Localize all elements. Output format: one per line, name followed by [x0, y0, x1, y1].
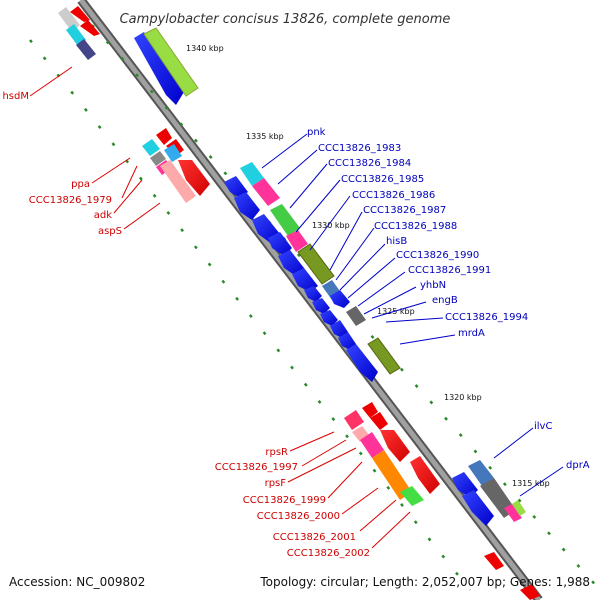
gene-arrow	[80, 20, 100, 36]
gene-label[interactable]: CCC13826_1999	[243, 495, 326, 506]
gene-arrow	[224, 176, 248, 198]
gene-label[interactable]: aspS	[98, 226, 122, 237]
map-title: Campylobacter concisus 13826, complete g…	[120, 12, 451, 27]
tick-label: 1325 kbp	[377, 307, 415, 316]
gene-arrow	[362, 402, 378, 418]
gene-arrow	[178, 160, 210, 196]
gene-label[interactable]: CCC13826_2000	[257, 511, 340, 522]
gene-arrow	[268, 232, 292, 256]
gene-arrow	[462, 490, 494, 526]
gene-arrow	[370, 412, 388, 430]
gene-block	[142, 139, 160, 156]
gene-label[interactable]: rpsF	[265, 478, 287, 489]
tick-label: 1330 kbp	[312, 221, 350, 230]
gene-block	[367, 337, 401, 375]
gene-arrow	[320, 310, 338, 326]
tick-label: 1335 kbp	[246, 132, 284, 141]
accession-text: Accession: NC_009802	[9, 575, 145, 589]
gene-block	[286, 230, 308, 252]
gene-label[interactable]: CCC13826_1988	[374, 221, 457, 232]
gene-arrow	[338, 332, 356, 350]
gene-arrow	[70, 6, 90, 22]
gene-label[interactable]: mrdA	[458, 328, 485, 339]
gene-label[interactable]: dprA	[566, 460, 590, 471]
gene-label[interactable]: adk	[94, 210, 112, 221]
gene-block	[520, 584, 540, 600]
gene-arrow	[278, 250, 304, 276]
gene-features-middle	[224, 162, 401, 382]
gene-arrow	[304, 286, 322, 302]
gene-label[interactable]: CCC13826_1983	[318, 143, 401, 154]
tick-label: 1340 kbp	[186, 44, 224, 53]
gene-block	[360, 432, 384, 458]
gene-features-right	[452, 460, 526, 526]
gene-label[interactable]: CCC13826_2002	[287, 548, 370, 559]
gene-arrow	[330, 320, 348, 338]
gene-arrow	[234, 192, 260, 220]
gene-label[interactable]: engB	[432, 295, 458, 306]
gene-label[interactable]: CCC13826_1994	[445, 312, 528, 323]
gene-label[interactable]: hisB	[386, 236, 407, 247]
gene-block	[160, 160, 196, 203]
gene-features-top	[58, 6, 199, 105]
gene-block	[143, 27, 199, 97]
label-connectors-right	[493, 427, 564, 497]
gene-block	[346, 306, 366, 326]
gene-label[interactable]: CCC13826_1984	[328, 158, 411, 169]
gene-label[interactable]: rpsR	[265, 447, 288, 458]
tick-labels: 1340 kbp 1335 kbp 1330 kbp 1325 kbp 1320…	[186, 44, 550, 488]
gene-block	[150, 151, 166, 166]
forward-gene-labels: pnk CCC13826_1983 CCC13826_1984 CCC13826…	[307, 127, 590, 471]
label-connectors-left	[91, 157, 161, 230]
gene-label[interactable]: ppa	[71, 179, 90, 190]
tick-label: 1315 kbp	[512, 479, 550, 488]
gene-label[interactable]: CCC13826_2001	[273, 532, 356, 543]
gene-block	[468, 460, 494, 486]
gene-label[interactable]: CCC13826_1990	[396, 250, 479, 261]
gene-arrow	[484, 552, 504, 570]
gene-block	[270, 204, 300, 236]
gene-arrow	[312, 298, 330, 314]
gene-block	[372, 450, 412, 500]
gene-block	[512, 500, 526, 516]
label-connectors-lower	[287, 431, 411, 549]
gene-block	[297, 243, 335, 285]
gene-label[interactable]: pnk	[307, 127, 326, 138]
gene-block	[164, 144, 182, 162]
tick-track	[29, 24, 600, 591]
genome-summary-text: Topology: circular; Length: 2,052,007 bp…	[259, 575, 590, 589]
gene-block	[240, 162, 264, 186]
label-connectors-middle	[261, 133, 456, 345]
gene-label[interactable]: hsdM	[2, 91, 29, 102]
gene-arrow	[156, 128, 172, 145]
gene-arrow	[410, 456, 440, 494]
gene-label[interactable]: CCC13826_1991	[408, 265, 491, 276]
gene-label[interactable]: CCC13826_1985	[341, 174, 424, 185]
gene-arrow	[330, 290, 350, 308]
gene-label[interactable]: CCC13826_1987	[363, 205, 446, 216]
gene-label[interactable]: CCC13826_1979	[29, 195, 112, 206]
gene-label[interactable]: yhbN	[420, 280, 446, 291]
gene-block	[344, 410, 364, 430]
gene-features-lower	[344, 402, 540, 600]
genome-backbone	[77, 0, 543, 600]
gene-block	[76, 39, 96, 60]
tick-label: 1320 kbp	[444, 393, 482, 402]
gene-block	[66, 24, 86, 46]
gene-label[interactable]: CCC13826_1997	[215, 462, 298, 473]
gene-features-left	[142, 128, 210, 203]
gene-label[interactable]: CCC13826_1986	[352, 190, 435, 201]
gene-block	[504, 504, 522, 522]
gene-arrow	[134, 32, 184, 105]
gene-block	[252, 178, 280, 206]
gene-block	[400, 486, 424, 506]
gene-label[interactable]: ilvC	[534, 421, 552, 432]
gene-arrow	[380, 430, 410, 462]
gene-arrow	[346, 344, 378, 382]
gene-arrow	[292, 268, 318, 292]
label-connector	[29, 66, 73, 97]
reverse-gene-labels: hsdM ppa CCC13826_1979 adk aspS rpsR CCC…	[2, 91, 370, 559]
